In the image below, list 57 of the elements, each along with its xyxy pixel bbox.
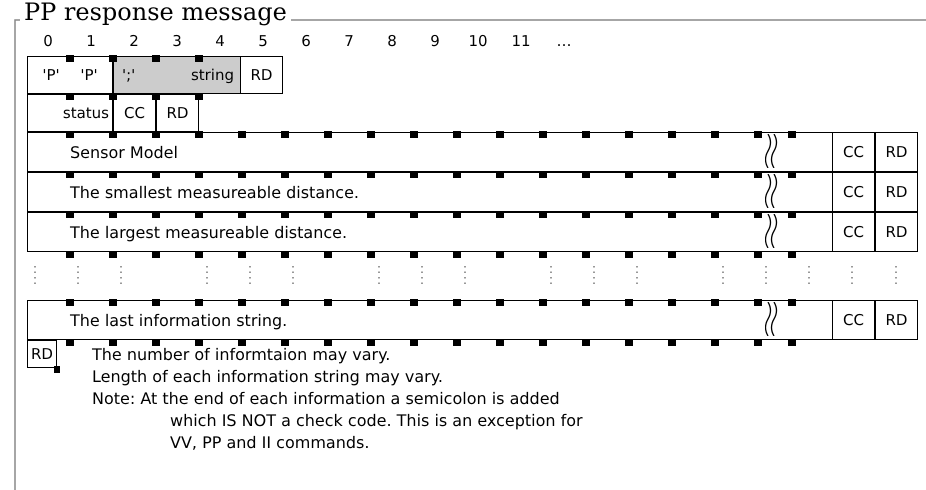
information-field-box — [27, 300, 832, 340]
note-text: Note: At the end of each information a semicolon is added which IS NOT a check code. This is an exception for VV, PP and II commands. — [92, 388, 584, 454]
field-box — [875, 300, 918, 340]
information-field-box — [27, 132, 832, 172]
field-text: CC — [843, 143, 864, 161]
field-text: CC — [843, 311, 864, 329]
field-box — [832, 132, 875, 172]
field-box — [832, 212, 875, 252]
field-box — [832, 300, 875, 340]
field-box — [113, 94, 156, 132]
note-text: Length of each information string may vary. — [92, 366, 443, 388]
field-box — [156, 94, 199, 132]
field-box — [27, 56, 113, 94]
byte-index-number: 3 — [171, 32, 183, 50]
field-text: Sensor Model — [70, 142, 178, 162]
field-box — [875, 132, 918, 172]
field-box — [27, 94, 113, 132]
byte-index-number: 4 — [214, 32, 226, 50]
shaded-field-box — [113, 56, 240, 94]
field-box — [875, 172, 918, 212]
byte-index-number: 10 — [467, 32, 489, 50]
field-text: RD — [166, 104, 188, 122]
field-box — [875, 212, 918, 252]
byte-index-number: 6 — [300, 32, 312, 50]
field-text: ';' — [122, 66, 136, 84]
byte-index-number: 0 — [42, 32, 54, 50]
byte-index-number: 5 — [257, 32, 269, 50]
field-text: The last information string. — [70, 310, 288, 330]
field-text: status — [62, 104, 109, 122]
field-box — [240, 56, 283, 94]
field-box — [832, 172, 875, 212]
field-text: The smallest measureable distance. — [70, 182, 359, 202]
field-text: string — [190, 66, 234, 84]
field-text: CC — [124, 104, 145, 122]
information-field-box — [27, 212, 832, 252]
field-text: RD — [250, 66, 272, 84]
byte-index-number: 2 — [128, 32, 140, 50]
byte-index-number: 8 — [386, 32, 398, 50]
field-text: RD — [886, 183, 908, 201]
field-text: The largest measureable distance. — [70, 222, 348, 242]
field-text: 'P' — [42, 66, 60, 84]
field-text: CC — [843, 223, 864, 241]
diagram-title: PP response message — [20, 0, 291, 26]
field-text: RD — [31, 345, 53, 363]
byte-index-number: 7 — [343, 32, 355, 50]
field-text: RD — [886, 311, 908, 329]
information-field-box — [27, 172, 832, 212]
note-text: The number of informtaion may vary. — [92, 344, 390, 366]
field-text: RD — [886, 223, 908, 241]
byte-index-number: … — [556, 32, 572, 50]
field-text: RD — [886, 143, 908, 161]
field-box — [27, 340, 57, 368]
field-text: CC — [843, 183, 864, 201]
byte-index-number: 11 — [510, 32, 532, 50]
byte-index-number: 9 — [429, 32, 441, 50]
field-text: 'P' — [80, 66, 98, 84]
byte-index-number: 1 — [85, 32, 97, 50]
